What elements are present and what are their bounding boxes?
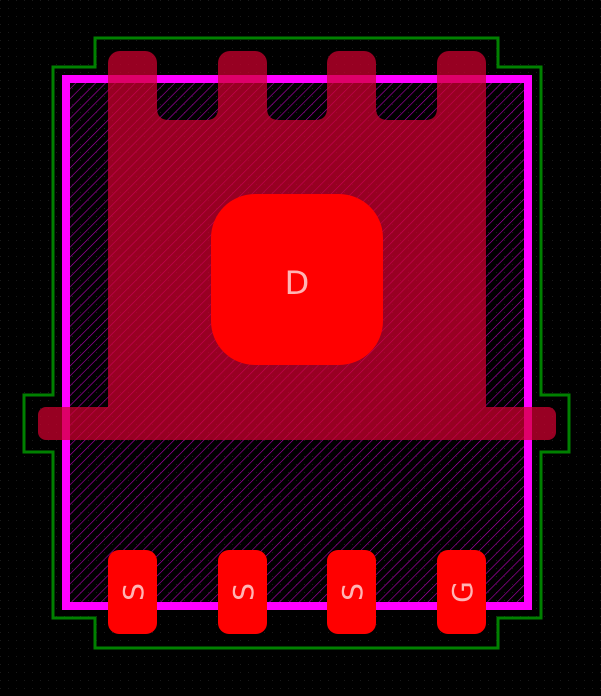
pad-1-label: S	[117, 583, 150, 601]
pad-2-copper	[218, 550, 267, 634]
pad-3-copper	[327, 550, 376, 634]
pad-d-copper	[211, 194, 383, 365]
fab-outline	[62, 75, 532, 610]
pad-4-label: G	[446, 581, 479, 603]
pad-1[interactable]: S	[108, 550, 157, 634]
drain-bar	[38, 407, 556, 440]
pad-2-label: S	[227, 583, 260, 601]
pad-4[interactable]: G	[437, 550, 486, 634]
pad-3-label: S	[336, 583, 369, 601]
pad-4-copper	[437, 550, 486, 634]
courtyard-outline	[22, 36, 571, 650]
pad-2[interactable]: S	[218, 550, 267, 634]
pad-1-copper	[108, 550, 157, 634]
drain-copper-pad[interactable]	[38, 51, 556, 440]
pad-3[interactable]: S	[327, 550, 376, 634]
pad-d-label: D	[285, 264, 310, 302]
pad-d[interactable]: D	[211, 194, 383, 365]
